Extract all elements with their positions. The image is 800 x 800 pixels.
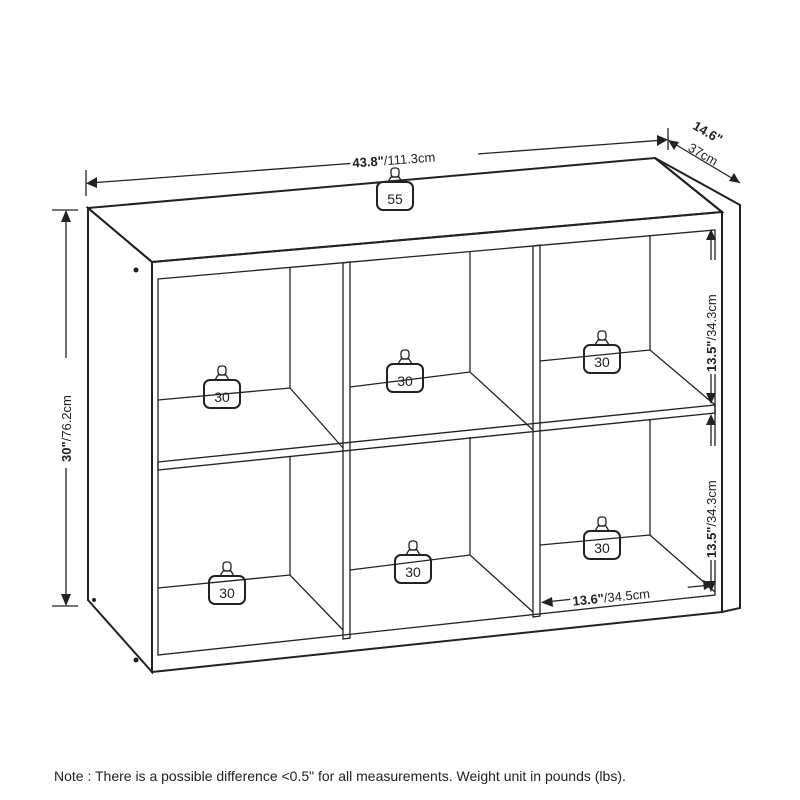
width-inches: 43.8" bbox=[352, 153, 384, 170]
divider-left bbox=[342, 261, 351, 640]
measurement-note: Note : There is a possible difference <0… bbox=[54, 768, 626, 784]
weight-cube-6-value: 30 bbox=[594, 540, 610, 556]
cube-height-dimension-bottom: 13.5"/34.3cm bbox=[702, 414, 720, 592]
right-end-face bbox=[654, 157, 741, 614]
weight-cube-4-value: 30 bbox=[219, 585, 235, 601]
depth-dimension: 14.6" 37cm bbox=[667, 118, 741, 184]
height-inches: 30" bbox=[59, 441, 74, 462]
cube-height-cm-top: /34.3cm bbox=[704, 294, 719, 340]
height-cm: /76.2cm bbox=[59, 395, 74, 441]
weight-cube-3-value: 30 bbox=[594, 354, 610, 370]
shelf-unit bbox=[85, 156, 741, 675]
middle-shelf bbox=[157, 404, 716, 471]
weight-icon-top: 55 bbox=[376, 167, 414, 211]
svg-text:13.5"/34.3cm: 13.5"/34.3cm bbox=[704, 294, 719, 372]
cube-width-dimension: 13.6"/34.5cm bbox=[541, 578, 714, 609]
weight-icon-cube-5: 30 bbox=[394, 540, 432, 584]
cube-height-inches-bottom: 13.5" bbox=[704, 527, 719, 558]
cube-height-inches-top: 13.5" bbox=[704, 341, 719, 372]
weight-cube-5-value: 30 bbox=[405, 564, 421, 580]
svg-text:43.8"/111.3cm: 43.8"/111.3cm bbox=[352, 149, 436, 170]
weight-icon-cube-3: 30 bbox=[583, 330, 621, 374]
svg-text:13.5"/34.3cm: 13.5"/34.3cm bbox=[704, 480, 719, 558]
width-cm: /111.3cm bbox=[383, 149, 436, 168]
front-frame bbox=[151, 210, 723, 674]
weight-top-value: 55 bbox=[387, 191, 403, 207]
svg-text:30"/76.2cm: 30"/76.2cm bbox=[59, 395, 74, 462]
cube-width-cm: /34.5cm bbox=[603, 586, 651, 606]
height-dimension: 30"/76.2cm bbox=[52, 209, 78, 607]
weight-icon-cube-6: 30 bbox=[583, 516, 621, 560]
weight-cube-2-value: 30 bbox=[397, 373, 413, 389]
weight-icon-cube-1: 30 bbox=[203, 365, 241, 409]
weight-icon-cube-2: 30 bbox=[386, 349, 424, 393]
svg-text:13.6"/34.5cm: 13.6"/34.5cm bbox=[572, 586, 651, 609]
width-dimension: 43.8"/111.3cm bbox=[85, 128, 669, 196]
cube-height-cm-bottom: /34.3cm bbox=[704, 480, 719, 526]
cube-width-inches: 13.6" bbox=[572, 591, 605, 609]
left-side-panel bbox=[87, 205, 153, 675]
divider-right bbox=[532, 244, 541, 618]
cube-height-dimension-top: 13.5"/34.3cm bbox=[702, 229, 720, 404]
weight-icon-cube-4: 30 bbox=[208, 561, 246, 605]
weight-cube-1-value: 30 bbox=[214, 389, 230, 405]
